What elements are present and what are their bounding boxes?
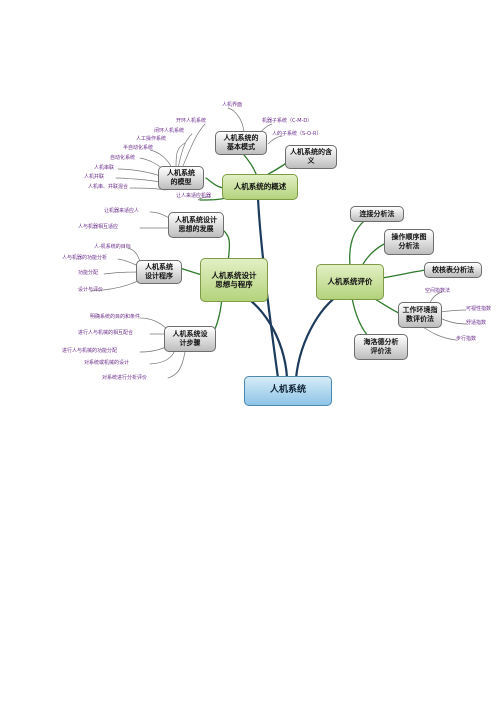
- subtopic-sequence-analysis[interactable]: 操作顺序图 分析法: [384, 229, 434, 255]
- leaf-function-division[interactable]: 进行人与机械的功能分配: [62, 348, 118, 354]
- leaf-comfort[interactable]: 舒适指数: [466, 320, 487, 326]
- main-topic-overview[interactable]: 人机系统的概述: [222, 174, 298, 200]
- leaf-visibility[interactable]: 可视性指数: [466, 306, 492, 312]
- subtopic-development[interactable]: 人机系统设计 思想的发展: [168, 212, 224, 238]
- subtopic-heuristic[interactable]: 海洛德分析 评价法: [354, 334, 408, 360]
- leaf-mixed[interactable]: 人机串、并联混合: [88, 184, 129, 190]
- leaf-open-loop[interactable]: 开环人机系统: [176, 118, 207, 124]
- leaf-human-adapt-machine[interactable]: 让人来适应机器: [176, 193, 212, 199]
- leaf-clarify-goal[interactable]: 明确系统的目的和条件: [90, 314, 141, 320]
- leaf-air-index[interactable]: 空间指数法: [425, 288, 451, 294]
- subtopic-steps[interactable]: 人机系统设 计步骤: [164, 326, 216, 352]
- leaf-thermal[interactable]: 步行指数: [456, 336, 477, 342]
- leaf-parallel[interactable]: 人机并联: [84, 174, 105, 180]
- leaf-function-allocation[interactable]: 功能分配: [78, 270, 99, 276]
- subtopic-link-analysis[interactable]: 连接分析法: [350, 206, 404, 222]
- main-topic-design[interactable]: 人机系统设计 思想与程序: [200, 258, 268, 302]
- leaf-system-eval[interactable]: 对系统进行分析评价: [102, 375, 148, 381]
- root-node[interactable]: 人机系统: [244, 376, 332, 406]
- leaf-machine-adapt-human[interactable]: 让机器来适应人: [104, 208, 140, 214]
- subtopic-procedure[interactable]: 人机系统 设计程序: [136, 260, 182, 284]
- leaf-auto[interactable]: 自动化系统: [110, 155, 136, 161]
- subtopic-meaning[interactable]: 人机系统的含 义: [285, 145, 337, 169]
- leaf-closed-loop[interactable]: 闭环人机系统: [154, 128, 185, 134]
- leaf-serial[interactable]: 人机串联: [94, 165, 115, 171]
- main-topic-evaluation[interactable]: 人机系统评价: [316, 264, 384, 300]
- subtopic-checklist[interactable]: 校核表分析法: [424, 262, 482, 278]
- leaf-design-eval[interactable]: 设计与评价: [78, 287, 104, 293]
- leaf-goal[interactable]: 人-机系统的目标: [94, 244, 131, 250]
- leaf-semi-auto[interactable]: 半自动化系统: [123, 145, 154, 151]
- subtopic-model[interactable]: 人机系统 的模型: [158, 166, 204, 190]
- subtopic-environment-index[interactable]: 工作环境指 数评价法: [398, 302, 442, 328]
- subtopic-basic-mode[interactable]: 人机系统的 基本模式: [215, 131, 267, 155]
- leaf-mutual-adapt[interactable]: 人与机器相互适应: [78, 224, 119, 230]
- leaf-interface[interactable]: 人机界面: [222, 102, 243, 108]
- leaf-human-subsystem[interactable]: 人的子系统（S-O-R）: [272, 131, 322, 137]
- leaf-coordination[interactable]: 进行人与机械的相互配合: [78, 330, 134, 336]
- leaf-machine-subsystem[interactable]: 机器子系统（C-M-D）: [262, 118, 313, 124]
- leaf-machine-design[interactable]: 对系统或机械的设计: [84, 360, 130, 366]
- leaf-ability-analysis[interactable]: 人与机器的功能分析: [62, 255, 108, 261]
- leaf-manual[interactable]: 人工操作系统: [136, 136, 167, 142]
